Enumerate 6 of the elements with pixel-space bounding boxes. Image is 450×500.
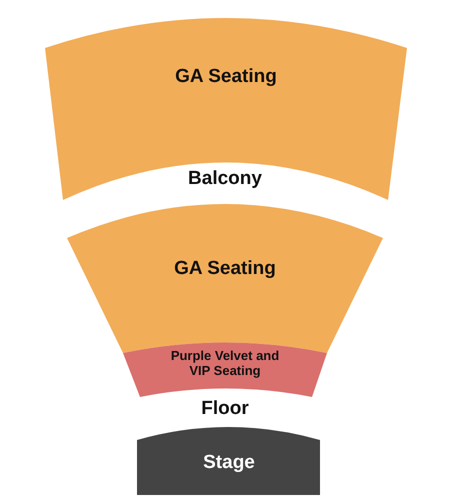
section-label: GA Seating (175, 66, 277, 88)
area-label: Floor (200, 398, 250, 420)
section-label: Purple Velvet and VIP Seating (170, 348, 280, 378)
area-label: Balcony (187, 168, 263, 190)
stage-label: Stage (203, 452, 255, 474)
section-label: GA Seating (174, 258, 276, 280)
